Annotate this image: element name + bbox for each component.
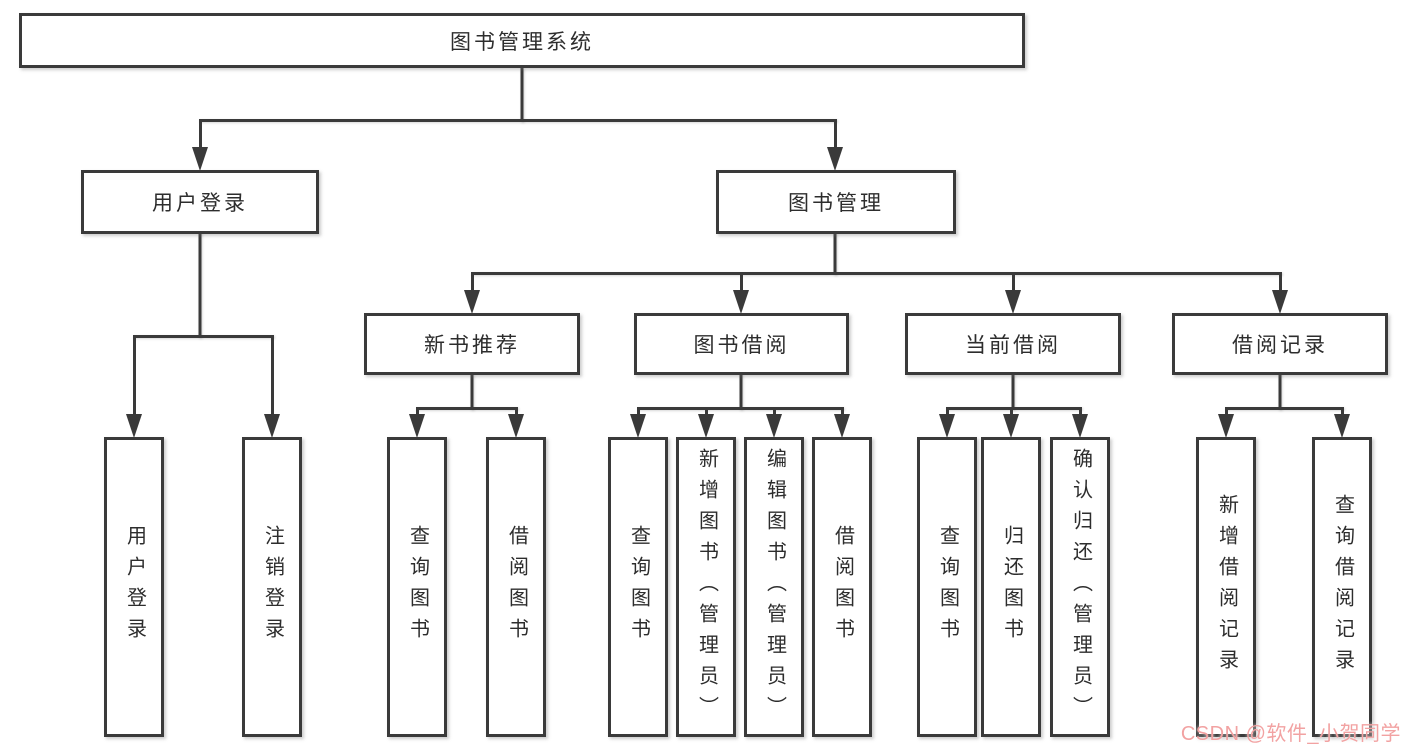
arrow-to-add-borrow-record: [1217, 407, 1235, 438]
connector-root-vline: [520, 68, 524, 122]
leaf-query-book-current: 查询图书: [917, 437, 977, 737]
arrow-to-borrow-records: [1271, 272, 1289, 314]
node-new-book-recommend: 新书推荐: [364, 313, 580, 375]
arrow-to-query-borrow-record: [1333, 407, 1351, 438]
arrow-to-query-book-recommend: [408, 407, 426, 438]
leaf-return-book: 归还图书: [981, 437, 1041, 737]
leaf-borrow-book: 借阅图书: [812, 437, 872, 737]
leaf-edit-book-admin: 编辑图书（管理员）: [744, 437, 804, 737]
node-borrow-records: 借阅记录: [1172, 313, 1388, 375]
arrow-to-borrow-book-recommend: [507, 407, 525, 438]
connector-current-hline: [946, 407, 1082, 410]
leaf-logout-login: 注销登录: [242, 437, 302, 737]
leaf-query-book-borrow: 查询图书: [608, 437, 668, 737]
connector-root-hline: [199, 119, 837, 122]
arrow-to-query-book-borrow: [629, 407, 647, 438]
connector-login-hline: [133, 335, 274, 338]
leaf-add-book-admin: 新增图书（管理员）: [676, 437, 736, 737]
connector-login-vline: [198, 232, 202, 338]
arrow-to-return-book: [1002, 407, 1020, 438]
node-book-management: 图书管理: [716, 170, 956, 234]
leaf-borrow-book-recommend: 借阅图书: [486, 437, 546, 737]
leaf-user-login: 用户登录: [104, 437, 164, 737]
connector-current-vline: [1011, 373, 1015, 410]
arrow-to-leaf-user-login: [125, 335, 143, 438]
arrow-to-new-book-recommend: [463, 272, 481, 314]
node-book-borrow: 图书借阅: [634, 313, 849, 375]
leaf-add-borrow-record: 新增借阅记录: [1196, 437, 1256, 737]
arrow-to-leaf-logout: [263, 335, 281, 438]
node-user-login: 用户登录: [81, 170, 319, 234]
arrow-to-edit-book: [765, 407, 783, 438]
csdn-watermark: CSDN @软件_小贺同学: [1180, 723, 1401, 745]
arrow-to-confirm-return: [1071, 407, 1089, 438]
connector-borrow-hline: [637, 407, 844, 410]
connector-recommend-hline: [416, 407, 518, 410]
arrow-to-borrow-book: [833, 407, 851, 438]
arrow-to-book-borrow: [732, 272, 750, 314]
arrow-to-add-book: [697, 407, 715, 438]
connector-mgmt-hline: [471, 272, 1282, 275]
connector-records-vline: [1278, 373, 1282, 410]
leaf-confirm-return-admin: 确认归还（管理员）: [1050, 437, 1110, 737]
leaf-query-borrow-record: 查询借阅记录: [1312, 437, 1372, 737]
node-current-borrow: 当前借阅: [905, 313, 1121, 375]
arrow-to-user-login: [191, 119, 209, 171]
leaf-query-book-recommend: 查询图书: [387, 437, 447, 737]
arrow-to-current-borrow: [1004, 272, 1022, 314]
arrow-to-book-management: [826, 119, 844, 171]
node-library-management-system: 图书管理系统: [19, 13, 1025, 68]
connector-mgmt-vline: [833, 232, 837, 275]
connector-recommend-vline: [470, 373, 474, 410]
connector-borrow-vline: [739, 373, 743, 410]
connector-records-hline: [1225, 407, 1344, 410]
arrow-to-query-book-current: [938, 407, 956, 438]
